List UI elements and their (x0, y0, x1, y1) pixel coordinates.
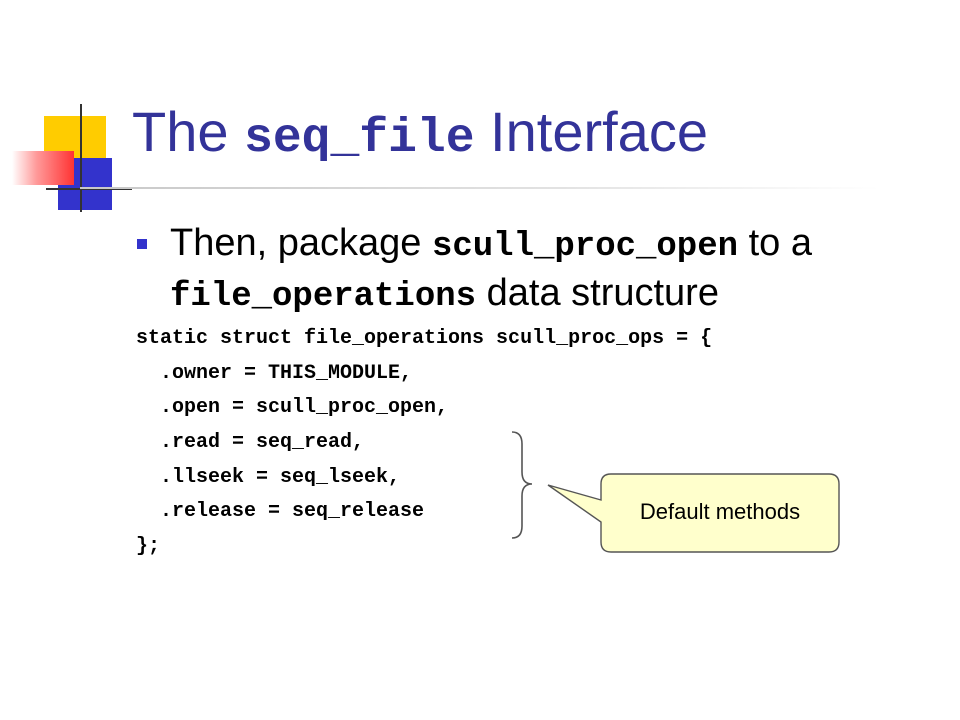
curly-brace-icon (511, 431, 533, 539)
callout-bubble (547, 473, 840, 553)
bullet-square-icon (137, 239, 147, 249)
bullet-code1: scull_proc_open (431, 228, 739, 266)
code-line-7: }; (136, 535, 161, 558)
title-code: seq_file (244, 112, 475, 166)
slide-title: The seq_file Interface (132, 96, 708, 175)
bullet-text: Then, package scull_proc_open to a file_… (170, 220, 930, 320)
bullet-part2: to a (738, 222, 812, 264)
code-line-5: .llseek = seq_lseek, (136, 466, 401, 489)
code-line-6: .release = seq_release (136, 500, 425, 523)
title-underline-rule (80, 187, 880, 189)
code-line-4: .read = seq_read, (136, 431, 365, 454)
bullet-part1: Then, package (170, 222, 432, 264)
callout-text: Default methods (639, 499, 801, 524)
code-line-2: .owner = THIS_MODULE, (136, 362, 413, 385)
code-line-3: .open = scull_proc_open, (136, 396, 449, 419)
title-prefix: The (132, 100, 245, 163)
decor-red-square (12, 151, 74, 185)
decor-horizontal-line (46, 188, 132, 190)
bullet-code2: file_operations (170, 278, 477, 316)
decor-vertical-line (80, 104, 82, 212)
title-suffix: Interface (474, 100, 708, 163)
code-line-1: static struct file_operations scull_proc… (136, 327, 713, 350)
bullet-part3: data structure (476, 272, 719, 314)
